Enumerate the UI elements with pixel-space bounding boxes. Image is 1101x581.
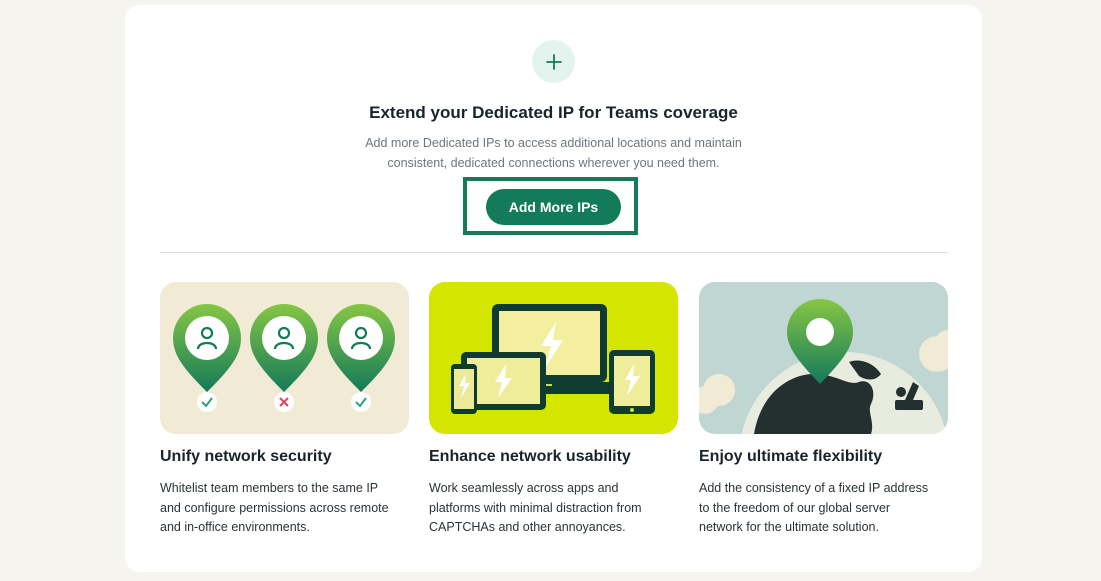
desc-line: and configure permissions across remote	[160, 500, 389, 515]
add-more-ips-button[interactable]: Add More IPs	[486, 189, 621, 225]
feature-title: Enhance network usability	[429, 448, 631, 465]
subtitle-line: Add more Dedicated IPs to access additio…	[365, 136, 742, 150]
feature-title: Enjoy ultimate flexibility	[699, 448, 883, 465]
desc-line: Whitelist team members to the same IP	[160, 481, 379, 495]
desc-line: CAPTCHAs and other annoyances.	[429, 520, 626, 534]
desc-line: and in-office environments.	[160, 520, 310, 534]
feature-description: Work seamlessly across apps and platform…	[429, 479, 678, 538]
section-subtitle: Add more Dedicated IPs to access additio…	[343, 134, 764, 173]
feature-description: Whitelist team members to the same IP an…	[160, 479, 409, 538]
globe-location-pin-illustration	[699, 282, 948, 434]
desc-line: Work seamlessly across apps and	[429, 481, 619, 495]
desc-line: platforms with minimal distraction from	[429, 500, 642, 515]
coverage-card: Extend your Dedicated IP for Teams cover…	[125, 5, 982, 572]
section-title: Extend your Dedicated IP for Teams cover…	[369, 103, 738, 122]
desc-line: Add the consistency of a fixed IP addres…	[699, 481, 929, 495]
feature-ultimate-flexibility: Enjoy ultimate flexibility Add the consi…	[699, 282, 948, 538]
feature-description: Add the consistency of a fixed IP addres…	[699, 479, 948, 538]
feature-title: Unify network security	[160, 448, 332, 465]
desc-line: network for the ultimate solution.	[699, 520, 879, 534]
plus-icon	[532, 40, 575, 83]
divider	[160, 252, 948, 253]
feature-unify-security: Unify network security Whitelist team me…	[160, 282, 409, 538]
desc-line: to the freedom of our global server	[699, 500, 891, 515]
devices-lightning-illustration	[429, 282, 678, 434]
feature-enhance-usability: Enhance network usability Work seamlessl…	[429, 282, 678, 538]
location-pins-with-users-illustration	[160, 282, 409, 434]
subtitle-line: consistent, dedicated connections wherev…	[387, 155, 720, 170]
